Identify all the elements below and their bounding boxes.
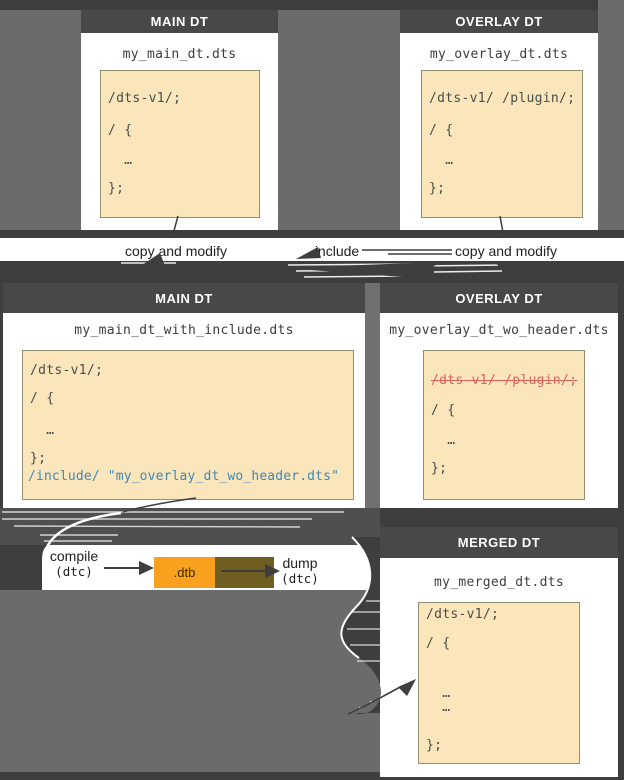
code-line: … — [431, 433, 456, 448]
include-code-line: /include/ "my_overlay_dt_wo_header.dts" — [28, 469, 340, 484]
code-line: / { — [426, 636, 451, 651]
merged-filename: my_merged_dt.dts — [433, 575, 565, 590]
box-title: OVERLAY DT — [455, 290, 543, 306]
dump-label-block: dump (dtc) — [272, 555, 328, 587]
code-line: /dts-v1/ /plugin/; — [429, 91, 576, 106]
label-include: include — [314, 243, 360, 259]
top-overlay-code-block: /dts-v1/ /plugin/; / { … }; — [421, 70, 583, 218]
top-main-dt-box: MAIN DT my_main_dt.dts /dts-v1/; / { … }… — [81, 10, 278, 230]
code-line: … — [30, 423, 55, 438]
top-overlay-dt-header: OVERLAY DT — [400, 10, 598, 33]
mid-overlay-code-block: /dts-v1/ /plugin/; / { … }; — [423, 350, 585, 500]
code-line: … — [108, 153, 133, 168]
background-gray-column — [365, 283, 380, 508]
mid-overlay-filename: my_overlay_dt_wo_header.dts — [389, 323, 609, 338]
mid-main-filename: my_main_dt_with_include.dts — [74, 323, 294, 338]
code-line: / { — [431, 403, 456, 418]
top-overlay-filename: my_overlay_dt.dts — [429, 47, 569, 62]
box-title: MERGED DT — [457, 535, 541, 550]
code-line: /dts-v1/; — [108, 91, 182, 106]
compile-arrowhead — [139, 561, 154, 575]
compile-label: compile — [49, 548, 99, 564]
background-bottom-gray — [0, 590, 380, 772]
code-line: … — [426, 700, 451, 715]
dump-label: dump — [282, 555, 318, 571]
brown-block — [215, 557, 274, 588]
top-overlay-dt-box: OVERLAY DT my_overlay_dt.dts /dts-v1/ /p… — [400, 10, 598, 230]
code-line: / { — [108, 123, 133, 138]
code-line: }; — [429, 181, 446, 196]
mid-main-code-block: /dts-v1/; / { … }; /include/ "my_overlay… — [22, 350, 354, 500]
removed-code-line: /dts-v1/ /plugin/; — [431, 373, 578, 388]
background-midband — [0, 508, 380, 545]
code-line: /dts-v1/; — [426, 607, 500, 622]
code-line: / { — [429, 123, 454, 138]
code-line: /dts-v1/; — [30, 363, 104, 378]
copy-right-arrowhead — [495, 262, 515, 275]
mid-overlay-dt-header: OVERLAY DT — [380, 283, 618, 313]
label-copy-and-modify-right: copy and modify — [455, 243, 557, 259]
merged-dt-box: MERGED DT my_merged_dt.dts /dts-v1/; / {… — [380, 527, 618, 777]
box-title: MAIN DT — [150, 14, 209, 29]
mid-overlay-dt-box: OVERLAY DT my_overlay_dt_wo_header.dts /… — [380, 283, 618, 508]
merged-code-block: /dts-v1/; / { … … }; — [418, 602, 580, 764]
stripe-artifacts-include — [121, 262, 507, 278]
dtb-chip: .dtb — [154, 557, 215, 588]
top-main-dt-header: MAIN DT — [81, 10, 278, 33]
code-line: }; — [426, 738, 443, 753]
include-arrow-wedge — [283, 262, 440, 278]
dtb-label: .dtb — [173, 565, 196, 580]
code-line: }; — [108, 181, 125, 196]
code-line: / { — [30, 391, 55, 406]
dump-tool-label: (dtc) — [281, 571, 319, 586]
label-copy-and-modify-left: copy and modify — [125, 243, 227, 259]
mid-main-dt-box: MAIN DT my_main_dt_with_include.dts /dts… — [3, 283, 365, 508]
code-line: … — [429, 153, 454, 168]
code-line: }; — [30, 451, 47, 466]
background-top-right-gray — [598, 0, 624, 10]
box-title: MAIN DT — [155, 290, 213, 306]
merged-dt-header: MERGED DT — [380, 527, 618, 558]
top-main-filename: my_main_dt.dts — [122, 47, 237, 62]
code-line: … — [426, 686, 451, 701]
top-main-code-block: /dts-v1/; / { … }; — [100, 70, 260, 218]
box-title: OVERLAY DT — [455, 14, 543, 29]
mid-main-dt-header: MAIN DT — [3, 283, 365, 313]
compile-tool-label: (dtc) — [55, 564, 93, 579]
compile-label-block: compile (dtc) — [42, 548, 106, 580]
code-line: }; — [431, 461, 448, 476]
